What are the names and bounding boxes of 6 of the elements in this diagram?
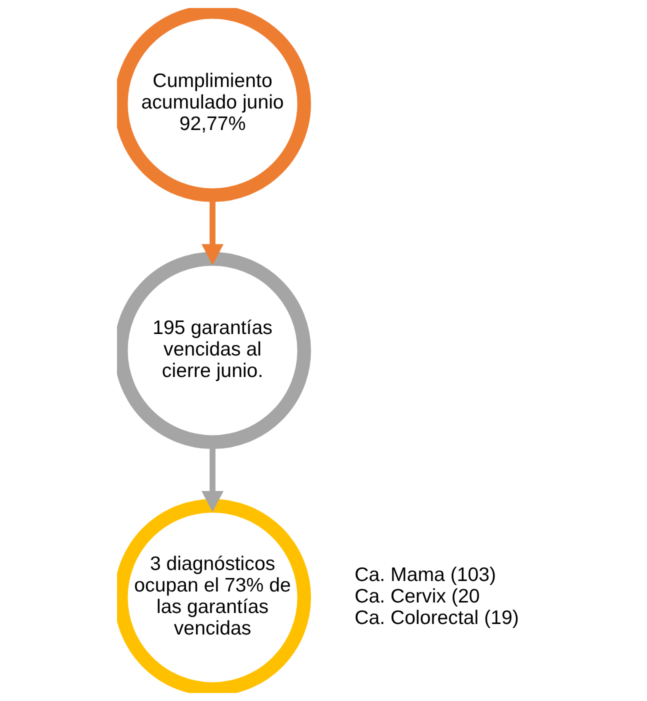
node-circle: 195 garantías vencidas al cierre junio.: [116, 252, 311, 449]
node-circle: Cumplimiento acumulado junio 92,77%: [116, 8, 311, 202]
node-circle: 3 diagnósticos ocupan el 73% de las garantías vencidas: [116, 498, 311, 693]
node-label: Ca. Colorectal (19): [354, 606, 518, 629]
node-label: Ca. Cervix (20: [354, 585, 480, 608]
node-label: Ca. Mama (103): [354, 564, 496, 586]
